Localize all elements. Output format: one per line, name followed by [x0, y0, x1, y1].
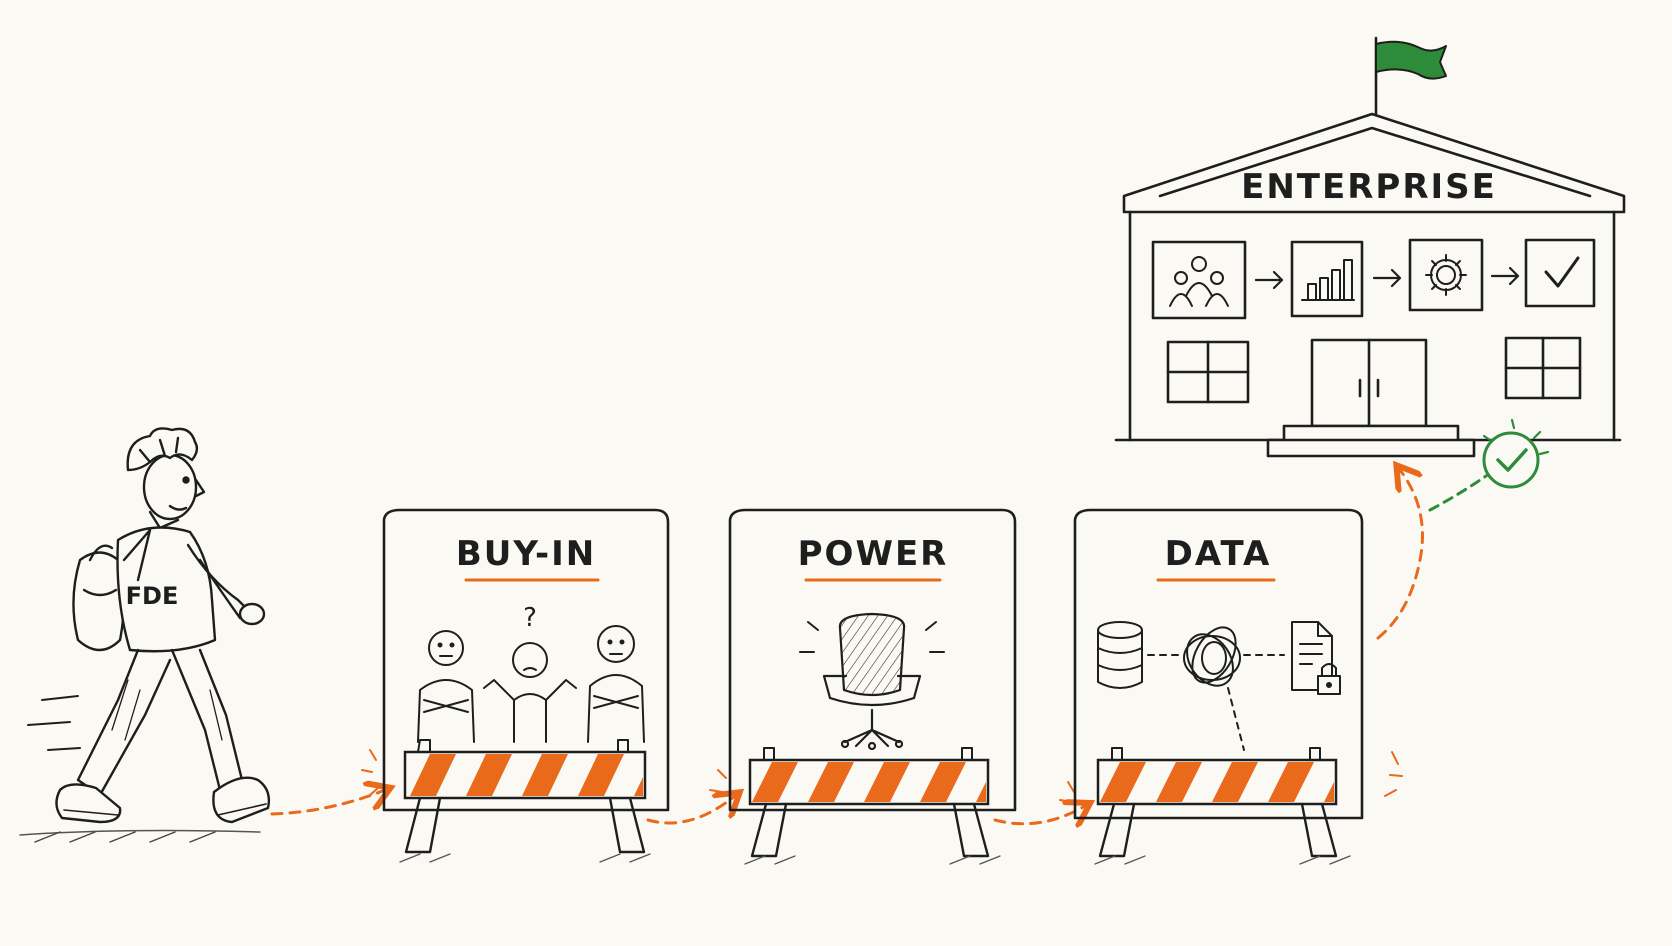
question-mark-glyph: ? — [523, 603, 537, 633]
barrier-label-power: POWER — [798, 534, 949, 574]
database-tangle-locked-doc-icon — [1097, 621, 1341, 751]
success-check-icon — [1428, 418, 1550, 512]
office-chair-icon — [799, 612, 945, 751]
barrier-panel-power: POWER — [728, 508, 1017, 858]
barricade-data — [1096, 747, 1338, 858]
barrier-label-buy-in: BUY-IN — [456, 534, 596, 574]
barricade-buy-in — [403, 739, 647, 854]
enterprise-label: ENTERPRISE — [1241, 167, 1497, 207]
barrier-panel-data: DATA — [1073, 508, 1364, 858]
gear-icon — [1425, 254, 1467, 296]
barrier-panel-buy-in: BUY-IN ? — [382, 508, 670, 854]
fde-jacket-label: FDE — [126, 582, 179, 610]
checkmark-icon — [1544, 256, 1580, 288]
barricade-power — [748, 747, 990, 858]
people-icon — [1169, 256, 1229, 307]
arrow-sparkle-icon — [361, 749, 1403, 803]
walker-figure — [19, 427, 271, 843]
ground-marks — [399, 853, 1351, 865]
people-confused-icon — [417, 625, 645, 743]
barrier-label-data: DATA — [1165, 534, 1272, 574]
bar-chart-icon — [1301, 259, 1355, 301]
enterprise-building — [1114, 36, 1626, 458]
